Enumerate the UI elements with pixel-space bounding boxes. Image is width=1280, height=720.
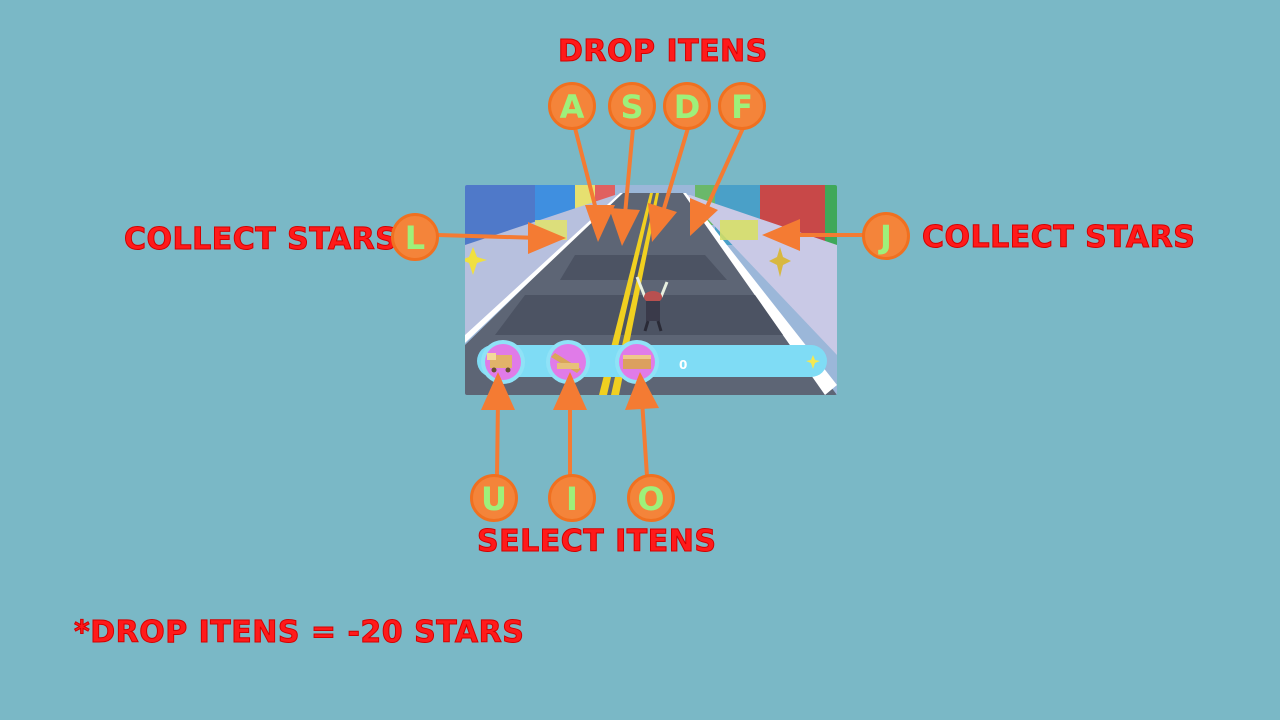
key-s-badge: S [608,82,656,130]
box-item-icon [623,355,651,369]
key-a-badge: A [548,82,596,130]
item-crate-right [720,220,758,240]
drop-cost-footnote: *DROP ITENS = -20 STARS [73,615,525,650]
star-pickup-right [769,247,791,277]
drop-items-title: DROP ITENS [558,34,768,69]
key-l-badge: L [391,213,439,261]
game-scene: 0 [465,185,837,395]
key-f-badge: F [718,82,766,130]
road-patch-2 [495,295,783,335]
plank-item-icon [551,353,581,373]
collect-stars-left-label: COLLECT STARS [123,222,398,257]
center-line-2 [611,193,659,395]
key-u-badge: U [470,474,518,522]
star-count: 0 [679,358,687,372]
player-character [635,276,669,332]
key-j-badge: J [862,212,910,260]
item-crate-left [535,220,567,240]
truck-item-icon [487,353,512,373]
gameplay-screenshot: 0 [465,185,837,395]
key-d-badge: D [663,82,711,130]
arrow-u [495,398,500,478]
key-o-badge: O [627,474,675,522]
star-pickup-left [465,247,487,275]
road-edge-left [465,193,623,343]
road-edge-right [683,193,837,395]
collect-stars-right-label: COLLECT STARS [921,220,1196,255]
select-items-title: SELECT ITENS [476,524,717,559]
arrow-o [640,398,649,478]
star-icon [806,355,820,369]
key-i-badge: I [548,474,596,522]
